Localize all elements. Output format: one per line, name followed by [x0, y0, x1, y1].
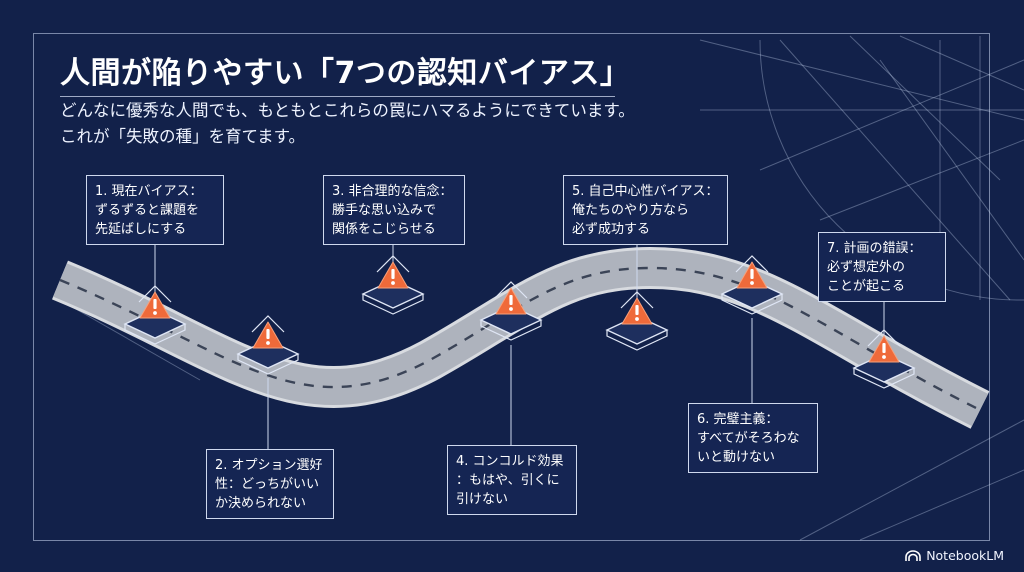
content-frame	[33, 33, 990, 541]
bias-callout-2: 2. オプション選好 性：どっちがいい か決められない	[206, 449, 334, 519]
marker-base-side	[237, 354, 299, 375]
bias-1-line-3: 先延ばしにする	[95, 222, 187, 237]
exclamation-bar	[635, 305, 639, 315]
bias-7-line-2: 必ず想定外の	[827, 260, 906, 275]
bias-6-line-3: いと動けない	[697, 450, 776, 465]
warning-marker-7	[852, 329, 916, 389]
marker-bracket	[867, 329, 901, 347]
exclamation-dot	[635, 317, 639, 321]
marker-base-side	[480, 320, 542, 341]
exclamation-dot	[153, 311, 157, 315]
warning-marker-4	[479, 281, 543, 341]
bias-4-line-1: 4. コンコルド効果	[456, 454, 564, 469]
bias-7-line-1: 7. 計画の錯誤：	[827, 241, 922, 256]
road	[51, 246, 990, 429]
marker-base-side	[853, 368, 915, 389]
marker-base-side	[362, 294, 424, 315]
warning-marker-1	[123, 285, 187, 345]
exclamation-dot	[266, 341, 270, 345]
bias-2-line-2: 性：どっちがいい	[215, 477, 320, 492]
brand-mark: NotebookLM	[905, 548, 1004, 563]
warning-marker-6	[720, 255, 784, 315]
bias-callout-3: 3. 非合理的な信念： 勝手な思い込みで 関係をこじらせる	[323, 175, 465, 245]
exclamation-bar	[153, 299, 157, 309]
subtitle-line-2: これが「失敗の種」を育てます。	[60, 127, 306, 146]
marker-bracket	[620, 291, 654, 309]
bias-7-line-3: ことが起こる	[827, 279, 906, 294]
title-divider	[60, 96, 615, 97]
marker-bracket	[376, 255, 410, 273]
warning-marker-3	[361, 255, 425, 315]
marker-bracket	[735, 255, 769, 273]
blueprint-lines	[59, 35, 1024, 541]
bias-callout-7: 7. 計画の錯誤： 必ず想定外の ことが起こる	[818, 232, 946, 302]
bias-5-line-3: 必ず成功する	[572, 222, 651, 237]
exclamation-bar	[750, 269, 754, 279]
bias-callout-5: 5. 自己中心性バイアス： 俺たちのやり方なら 必ず成功する	[563, 175, 728, 245]
bias-callout-4: 4. コンコルド効果 ：もはや、引くに 引けない	[447, 445, 577, 515]
bias-6-line-2: すべてがそろわな	[697, 431, 800, 446]
bias-2-line-3: か決められない	[215, 496, 307, 511]
exclamation-dot	[509, 307, 513, 311]
brand-name: NotebookLM	[926, 548, 1004, 563]
warning-marker-2	[236, 315, 300, 375]
bias-1-line-1: 1. 現在バイアス：	[95, 184, 203, 199]
bias-3-line-2: 勝手な思い込みで	[332, 203, 437, 218]
exclamation-bar	[266, 329, 270, 339]
subtitle: どんなに優秀な人間でも、もともとこれらの罠にハマるようにできています。 これが「…	[60, 98, 635, 150]
exclamation-dot	[750, 281, 754, 285]
marker-base-side	[721, 294, 783, 315]
road-centerline	[59, 266, 981, 412]
bias-2-line-1: 2. オプション選好	[215, 458, 323, 473]
bias-3-line-3: 関係をこじらせる	[332, 222, 436, 237]
marker-bracket	[251, 315, 285, 333]
notebooklm-logo-icon	[905, 549, 921, 561]
page-title: 人間が陥りやすい「7つの認知バイアス」	[60, 56, 631, 91]
bias-3-line-1: 3. 非合理的な信念：	[332, 184, 453, 199]
bias-1-line-2: ずるずると課題を	[95, 203, 200, 218]
bias-5-line-2: 俺たちのやり方なら	[572, 203, 690, 218]
bias-4-line-3: 引けない	[456, 492, 509, 507]
bias-6-line-1: 6. 完璧主義：	[697, 412, 779, 427]
marker-base-side	[124, 324, 186, 345]
exclamation-dot	[882, 355, 886, 359]
exclamation-bar	[391, 269, 395, 279]
exclamation-dot	[391, 281, 395, 285]
marker-bracket	[138, 285, 172, 303]
bias-4-line-2: ：もはや、引くに	[456, 473, 560, 488]
marker-bracket	[494, 281, 528, 299]
exclamation-bar	[882, 343, 886, 353]
marker-base-side	[606, 330, 668, 351]
exclamation-bar	[509, 295, 513, 305]
bias-callout-6: 6. 完璧主義： すべてがそろわな いと動けない	[688, 403, 818, 473]
bias-callout-1: 1. 現在バイアス： ずるずると課題を 先延ばしにする	[86, 175, 224, 245]
warning-marker-5	[605, 291, 669, 351]
subtitle-line-1: どんなに優秀な人間でも、もともとこれらの罠にハマるようにできています。	[60, 101, 635, 120]
bias-5-line-1: 5. 自己中心性バイアス：	[572, 184, 719, 199]
